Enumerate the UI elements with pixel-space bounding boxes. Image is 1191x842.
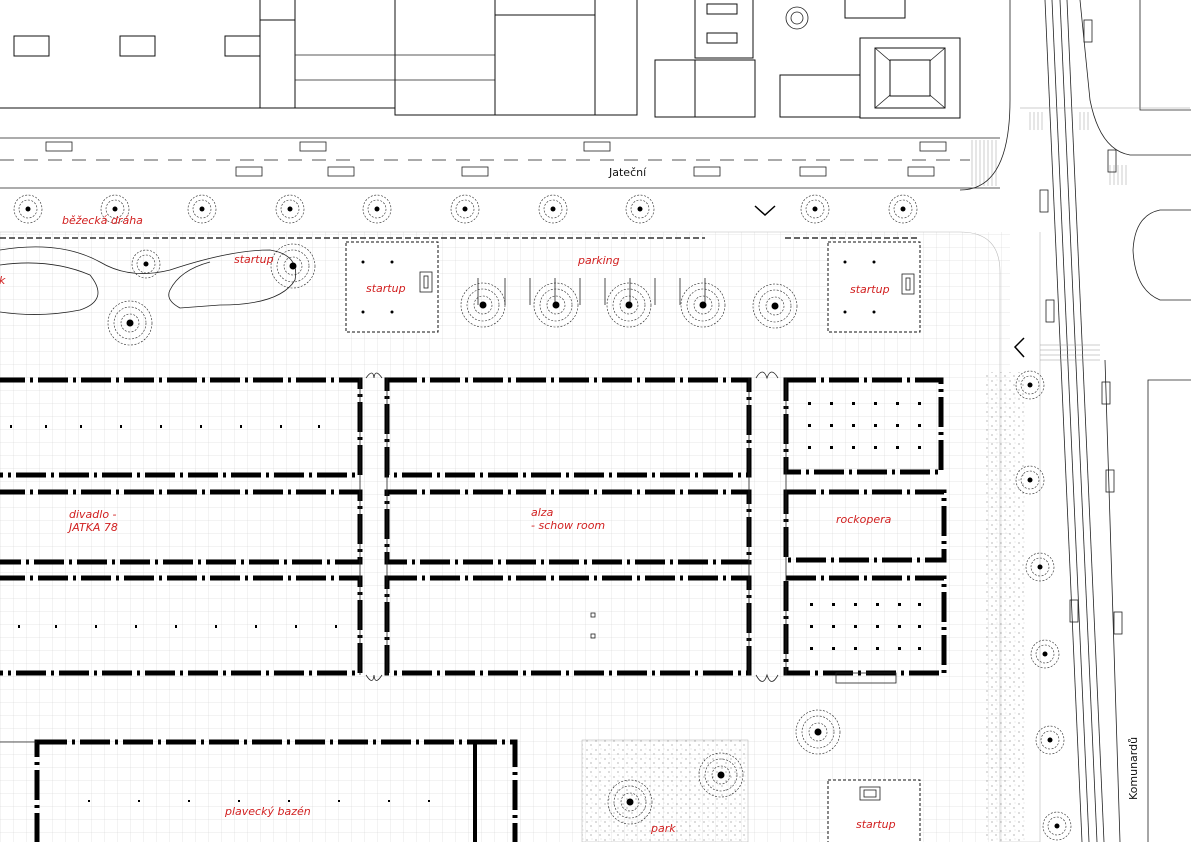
label-parking: parking: [577, 254, 620, 267]
plan-labels: běžecká dráha k startup startup parking …: [0, 214, 896, 835]
label-running-track: běžecká dráha: [62, 214, 143, 227]
startup-pavilion-right: [827, 241, 921, 333]
street-komunardu: Komunardů: [959, 0, 1191, 842]
label-startup-left: startup: [234, 253, 274, 266]
swimming-pool-hall: [0, 739, 518, 842]
startup-pavilion-left: [345, 241, 439, 333]
street-name-jatecni: Jateční: [608, 166, 647, 179]
hall-passages: [359, 371, 787, 682]
chevron-down-icon: [754, 205, 776, 217]
street-name-komunardu: Komunardů: [1127, 737, 1140, 800]
gravel-strip-right: [985, 372, 1027, 842]
label-alza-line1: alza: [531, 506, 554, 519]
existing-buildings-top: [0, 0, 961, 119]
label-startup-bottom: startup: [856, 818, 896, 831]
label-swimming-pool: plavecký bazén: [224, 805, 311, 818]
street-jatecni: Jateční: [0, 137, 1000, 189]
tree-row-top: [13, 194, 918, 224]
label-rockopera: rockopera: [836, 513, 892, 526]
label-alza-line2: - schow room: [531, 519, 605, 532]
label-theatre-line1: divadlo -: [69, 508, 117, 521]
label-startup-center-right: startup: [850, 283, 890, 296]
parking-area: [460, 278, 798, 329]
label-theatre-line2: JATKA 78: [67, 521, 118, 534]
label-park-bottom: park: [650, 822, 676, 835]
chevron-left-icon: [1013, 337, 1025, 358]
startup-pavilion-bottom: [827, 779, 921, 842]
label-startup-center-left: startup: [366, 282, 406, 295]
label-park-left: k: [0, 274, 6, 287]
